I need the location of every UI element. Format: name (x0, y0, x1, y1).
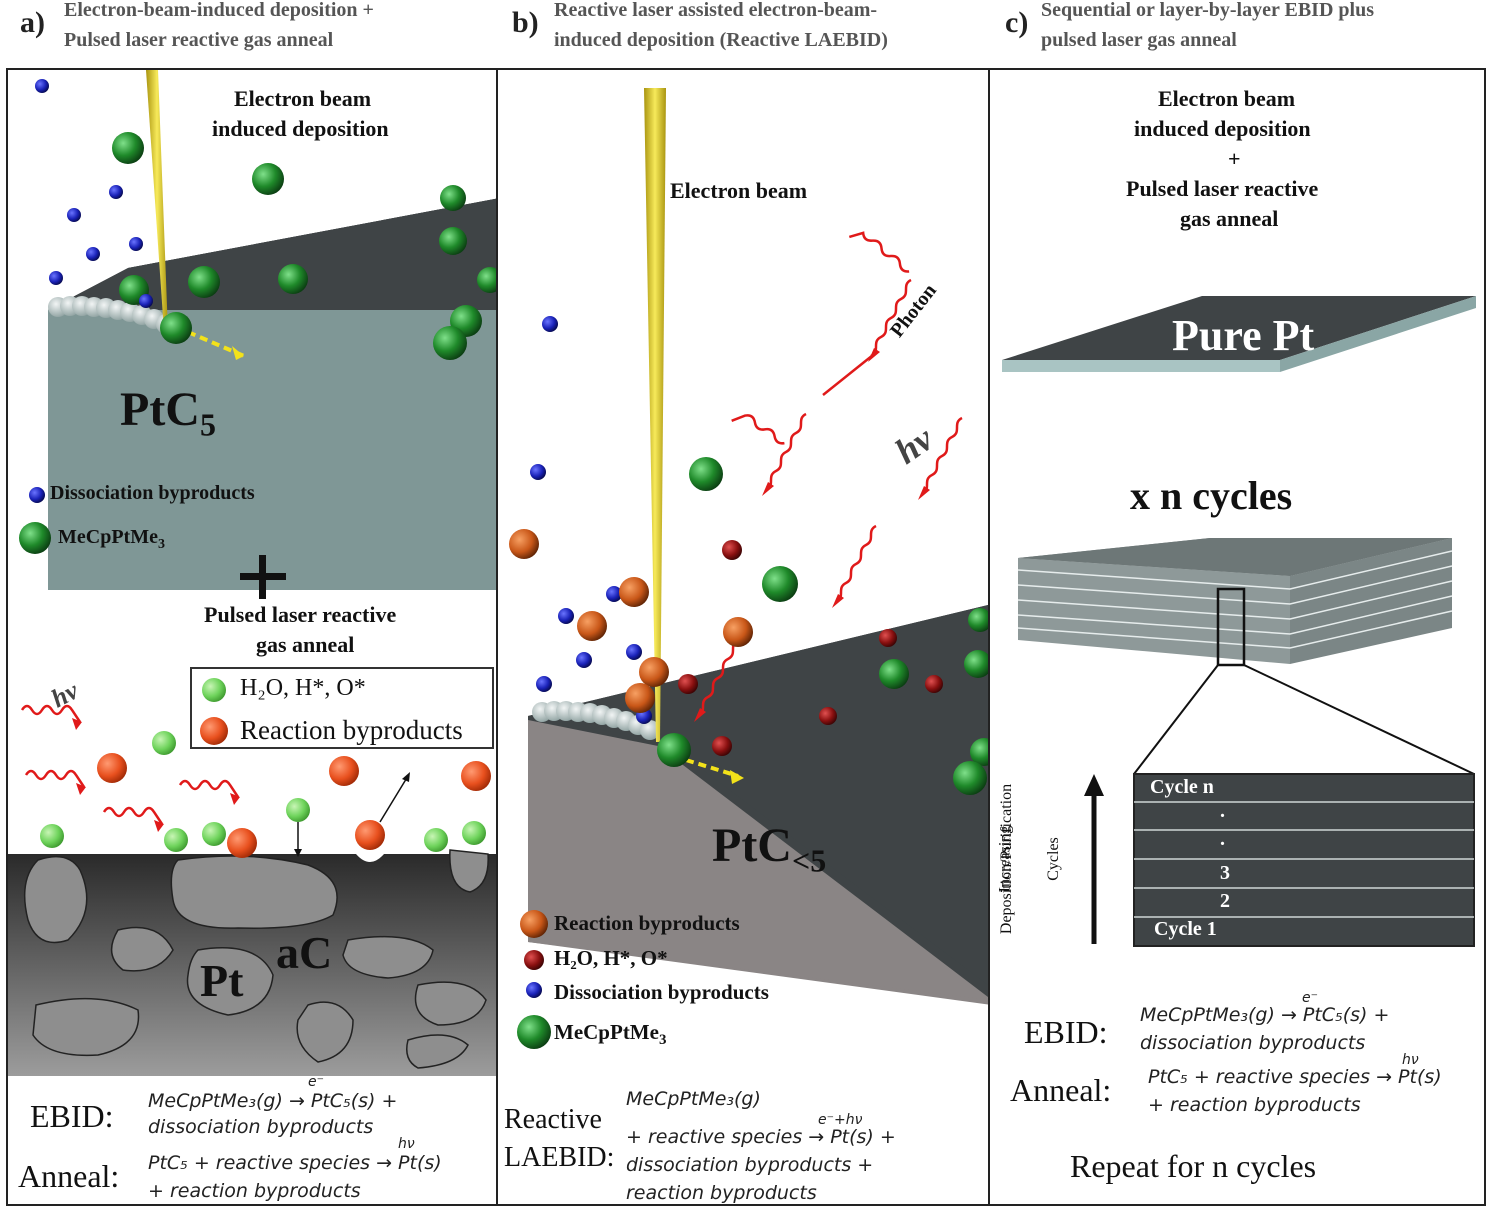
legend-precursor: MeCpPtMe3 (554, 1020, 667, 1049)
legend-green-dot (19, 522, 51, 554)
eq-line1: MeCpPtMe₃(g) (626, 1088, 761, 1110)
eq-ebid-label: EBID: (1024, 1014, 1108, 1050)
header-a-line2: Pulsed laser reactive gas anneal (64, 29, 334, 51)
photons-b (731, 231, 910, 445)
panel-b: Electron beam Photon hν PtC<5 Reaction b… (496, 68, 990, 1206)
layer-3: 3 (1220, 862, 1230, 884)
eq-ebid-line1: MeCpPtMe₃(g) → PtC₅(s) + (148, 1090, 398, 1112)
layer-dot-2: . (1220, 828, 1225, 850)
panel-letter-b: b) (512, 6, 539, 39)
ac-label: aC (276, 927, 333, 978)
ebid-title-line2: induced deposition (212, 116, 389, 141)
eq-ebid-label: EBID: (30, 1098, 114, 1134)
slab-side (528, 720, 988, 1000)
axis-label: Increasing Deposition/Purification Cycle… (996, 756, 1096, 966)
eq-ebid-arrow-label: e⁻ (1302, 990, 1319, 1006)
c-title-line1: Electron beam (1158, 86, 1296, 111)
eq-line4: reaction byproducts (626, 1182, 817, 1204)
slab-label-ptc5: PtC5 (120, 383, 216, 443)
eq-anneal-line2: + reaction byproducts (1148, 1094, 1361, 1116)
eq-anneal-line2: + reaction byproducts (148, 1180, 361, 1202)
layer-2: 2 (1220, 890, 1230, 912)
eq-anneal-label: Anneal: (18, 1158, 120, 1194)
legend-precursor: MeCpPtMe3 (58, 526, 165, 552)
legend-dissociation: Dissociation byproducts (50, 482, 255, 504)
electron-beam (644, 88, 666, 742)
header-a-line1: Electron-beam-induced deposition + (64, 0, 374, 21)
eq-anneal-line1: PtC₅ + reactive species → Pt(s) (1148, 1066, 1442, 1088)
precursor-molecules (657, 457, 988, 795)
scan-arrow (187, 330, 245, 358)
deposit-beads (532, 701, 660, 740)
panel-c: Electron beam induced deposition + Pulse… (988, 68, 1486, 1206)
slab-side (48, 310, 496, 590)
legend-reaction-byproducts: Reaction byproducts (554, 911, 740, 935)
dissociation-byproducts (530, 316, 652, 724)
layer-cycle-n: Cycle n (1150, 776, 1214, 798)
eq-line2: + reactive species → Pt(s) + (626, 1126, 896, 1148)
eq-label-line2: LAEBID: (504, 1142, 615, 1173)
pt-label: Pt (200, 955, 244, 1006)
anneal-title-line2: gas anneal (256, 632, 355, 657)
legend-reactive-species: H₂O, H*, O* (240, 675, 366, 701)
panel-c-illustration (1002, 296, 1476, 947)
pure-pt-slab (1002, 296, 1476, 360)
eq-anneal-label: Anneal: (1010, 1072, 1112, 1108)
eq-anneal-line1: PtC₅ + reactive species → Pt(s) (148, 1152, 442, 1174)
c-title-line5: gas anneal (1180, 206, 1279, 231)
precursor-molecules (112, 132, 496, 360)
electron-beam-label: Electron beam (670, 178, 808, 203)
header-c-line2: pulsed laser gas anneal (1041, 29, 1237, 51)
anneal-legend-box (190, 667, 494, 749)
panel-b-illustration (509, 88, 988, 1049)
c-title-line4: Pulsed laser reactive (1126, 176, 1319, 201)
photons-a (20, 704, 240, 825)
legend-blue-dot (29, 487, 45, 503)
reaction-byproducts (97, 753, 491, 858)
electron-beam (146, 70, 168, 332)
n-cycles-label: x n cycles (1130, 473, 1293, 518)
eq-ebid-arrow-label: e⁻ (308, 1074, 325, 1090)
eq-arrow-label: e⁻+hν (818, 1112, 863, 1128)
legend-dissociation: Dissociation byproducts (554, 980, 769, 1004)
layer-dot-1: . (1220, 800, 1225, 822)
legend-reactive-species: H₂O, H*, O* (554, 946, 668, 970)
header-b-line1: Reactive laser assisted electron-beam- (554, 0, 878, 21)
header-a: a) Electron-beam-induced deposition + Pu… (20, 0, 490, 62)
eq-label-line1: Reactive (504, 1104, 602, 1135)
panel-a: Electron beam induced deposition PtC5 Di… (6, 68, 498, 1206)
layer-cycle-1: Cycle 1 (1154, 918, 1217, 940)
header-b: b) Reactive laser assisted electron-beam… (512, 0, 982, 62)
reaction-byproducts (509, 529, 753, 713)
header-c: c) Sequential or layer-by-layer EBID plu… (1005, 0, 1485, 62)
header-c-line1: Sequential or layer-by-layer EBID plus (1041, 0, 1374, 21)
panel-letter-c: c) (1005, 6, 1029, 39)
c-title-line3: + (1228, 146, 1241, 171)
axis-label-line3: Cycles (1044, 837, 1062, 881)
eq-ebid-line2: dissociation byproducts (1140, 1032, 1366, 1054)
reactive-gas-molecules (678, 540, 943, 756)
header-b-line2: induced deposition (Reactive LAEBID) (554, 29, 888, 51)
repeat-label: Repeat for n cycles (1070, 1148, 1317, 1184)
eq-anneal-arrow-label: hν (398, 1136, 415, 1152)
legend-reaction-byproducts: Reaction byproducts (240, 715, 463, 745)
layer-stack (1017, 538, 1453, 667)
ebid-title-line1: Electron beam (234, 86, 372, 111)
slab-label-ptc5: PtC<5 (712, 819, 827, 879)
panel-a-illustration (8, 70, 496, 1076)
pt-grains (23, 849, 489, 1069)
anneal-title-line1: Pulsed laser reactive (204, 602, 397, 627)
eq-ebid-line1: MeCpPtMe₃(g) → PtC₅(s) + (1140, 1004, 1390, 1026)
panel-letter-a: a) (20, 6, 45, 39)
eq-ebid-line2: dissociation byproducts (148, 1116, 374, 1138)
axis-label-line2: Deposition/Purification (998, 783, 1016, 935)
pure-pt-label: Pure Pt (1172, 311, 1315, 360)
reactive-gas-molecules (40, 731, 486, 852)
eq-anneal-arrow-label: hν (1402, 1052, 1419, 1068)
c-title-line2: induced deposition (1134, 116, 1311, 141)
eq-line3: dissociation byproducts + (626, 1154, 874, 1176)
dissociation-byproducts (35, 79, 153, 308)
